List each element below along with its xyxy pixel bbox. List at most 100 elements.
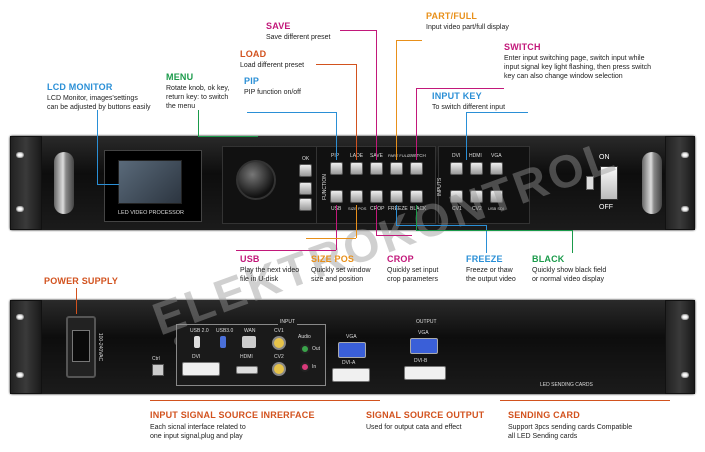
usb-desc: file in U-disk — [240, 276, 279, 283]
black-leader — [416, 230, 572, 231]
part-full-leader — [396, 40, 397, 160]
hdmi-input-button[interactable] — [470, 162, 483, 175]
cv2-label: CV2 — [274, 354, 284, 360]
cv2-port[interactable] — [272, 362, 286, 376]
pip-button-label: PIP — [331, 153, 339, 159]
power-on-label: ON — [599, 154, 610, 161]
front-usb-port[interactable] — [586, 176, 594, 190]
input-signal-desc: Each sicnal interface related to — [150, 424, 246, 431]
menu-knob[interactable] — [236, 160, 276, 200]
load-button[interactable] — [350, 162, 363, 175]
right-rack-ear — [665, 136, 695, 230]
cv1-input-button[interactable] — [450, 190, 463, 203]
signal-output-title: SIGNAL SOURCE OUTPUT — [366, 410, 485, 420]
dvi-input-button[interactable] — [450, 162, 463, 175]
vga-out-label: VGA — [418, 330, 429, 336]
switch-button[interactable] — [410, 162, 423, 175]
menu-leader — [198, 110, 199, 136]
input-signal-leader — [150, 400, 380, 401]
crop-title: CROP — [387, 254, 414, 264]
switch-leader — [416, 88, 417, 160]
cv1-port[interactable] — [272, 336, 286, 350]
pip-button[interactable] — [330, 162, 343, 175]
dvi-a-port[interactable] — [332, 368, 370, 382]
vga-out-port[interactable] — [410, 338, 438, 354]
lcd-screen — [118, 160, 182, 204]
menu-leader — [198, 136, 258, 137]
pip-title: PIP — [244, 76, 260, 86]
dvi-b-port[interactable] — [404, 366, 446, 380]
usb3-label: USB3.0 — [216, 328, 234, 334]
wan-label: WAN — [244, 328, 256, 334]
inputs-panel — [438, 146, 530, 224]
left-rack-ear — [10, 300, 42, 394]
ok-button[interactable] — [299, 164, 312, 177]
hdmi-label: HDMI — [240, 354, 253, 360]
vga-input-button[interactable] — [490, 162, 503, 175]
cv2-input-button[interactable] — [470, 190, 483, 203]
power-switch[interactable] — [600, 166, 618, 200]
power-off-label: OFF — [599, 204, 613, 211]
ok-label: OK — [302, 156, 310, 162]
right-handle — [642, 152, 662, 214]
hdmi-input-label: HDMI — [469, 153, 482, 159]
black-desc: Quickly show black field — [532, 267, 607, 274]
mount-slot — [681, 152, 689, 158]
dvi-label: DVI — [192, 354, 201, 360]
mount-slot — [16, 314, 24, 320]
load-leader — [316, 64, 356, 65]
audio-in-port[interactable] — [300, 362, 310, 372]
usb3-port[interactable] — [220, 336, 226, 348]
crop-button[interactable] — [370, 190, 383, 203]
freeze-button[interactable] — [390, 190, 403, 203]
audio-out-port[interactable] — [300, 344, 310, 354]
load-leader — [356, 64, 357, 160]
pip-desc: PIP function on/off — [244, 89, 301, 96]
lcd-monitor-leader — [97, 110, 98, 184]
size-pos-title: SIZE POS — [311, 254, 355, 264]
dvi-port[interactable] — [182, 362, 220, 376]
cv1-input-label: CV1 — [452, 206, 462, 212]
hdmi-port[interactable] — [236, 366, 258, 374]
size-pos-desc: Quickly set window — [311, 267, 371, 274]
size-pos-button[interactable] — [350, 190, 363, 203]
wan-port[interactable] — [242, 336, 256, 348]
vga-input-label: VGA — [491, 153, 502, 159]
crop-leader — [376, 205, 377, 235]
input-signal-desc: one input signal,plug and play — [150, 433, 243, 440]
freeze-leader — [396, 205, 397, 225]
switch-desc: Enter input switching page, switch input… — [504, 55, 645, 62]
sending-card-desc: Support 3pcs sending cards Compatible — [508, 424, 633, 431]
left-handle — [54, 152, 74, 214]
freeze-desc: Freeze or thaw — [466, 267, 513, 274]
usb2-port[interactable] — [194, 336, 200, 348]
return-button[interactable] — [299, 198, 312, 211]
crop-desc: crop parameters — [387, 276, 438, 283]
part-full-button[interactable] — [390, 162, 403, 175]
power-socket-inner — [72, 330, 90, 362]
usb-sdi-input-button[interactable] — [490, 190, 503, 203]
ctrl-port[interactable] — [152, 364, 164, 376]
usb-button[interactable] — [330, 190, 343, 203]
crop-desc: Quickly set input — [387, 267, 439, 274]
freeze-leader — [486, 225, 487, 253]
front-panel: LED VIDEO PROCESSOR OK FUNCTION PIP LADE… — [10, 136, 695, 230]
lcd-monitor-leader — [97, 184, 119, 185]
save-desc: Save different preset — [266, 34, 331, 41]
menu-button[interactable] — [299, 182, 312, 195]
save-button[interactable] — [370, 162, 383, 175]
save-title: SAVE — [266, 21, 291, 31]
audio-in-label: In — [312, 364, 317, 370]
right-rack-ear — [665, 300, 695, 394]
input-key-desc: To switch different input — [432, 104, 506, 111]
usb-title: USB — [240, 254, 260, 264]
load-title: LOAD — [240, 49, 267, 59]
black-button[interactable] — [410, 190, 423, 203]
mount-slot — [681, 206, 689, 212]
lcd-monitor-desc: LCD Monitor, images'settings — [47, 95, 138, 102]
freeze-leader — [396, 225, 486, 226]
vga-in-port[interactable] — [338, 342, 366, 358]
menu-desc: the menu — [166, 103, 196, 110]
rear-panel: 100-240VAC Ctrl INPUT USB 2.0 USB3.0 WAN… — [10, 300, 695, 394]
cv2-input-label: CV2 — [472, 206, 482, 212]
